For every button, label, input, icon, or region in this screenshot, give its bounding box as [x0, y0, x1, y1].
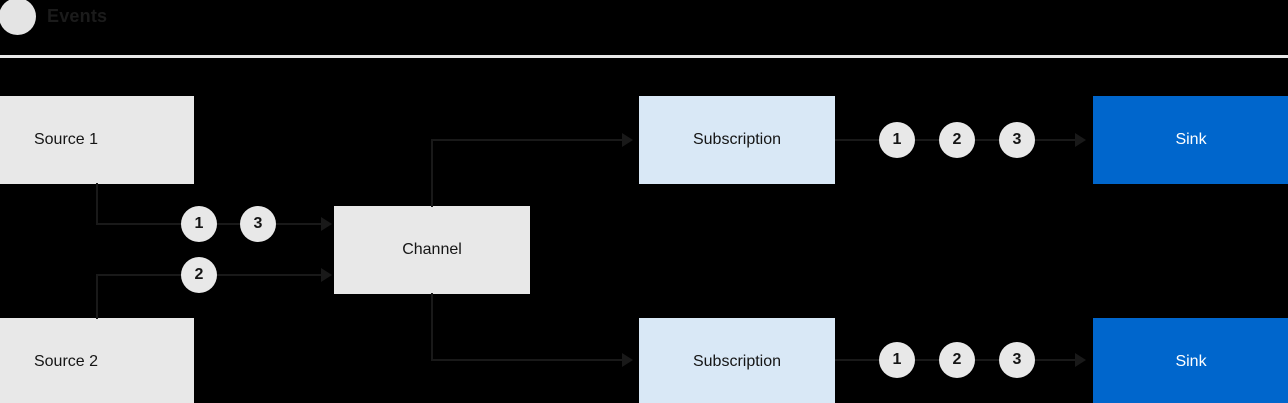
- connector-channel-to-subscription-top-horizontal: [431, 139, 624, 141]
- node-channel[interactable]: Channel: [334, 206, 530, 294]
- connector-channel-to-subscription-top-vertical: [431, 139, 433, 207]
- connector-source1-to-channel-vertical: [96, 183, 98, 225]
- event-bubble-sink-bottom-2: 2: [939, 342, 975, 378]
- event-bubble-sink-bottom-3: 3: [999, 342, 1035, 378]
- event-bubble-sink-top-2: 2: [939, 122, 975, 158]
- header-divider: [0, 55, 1288, 58]
- connector-channel-to-subscription-bottom-vertical: [431, 293, 433, 361]
- arrowhead-channel-to-subscription-top: [622, 133, 633, 147]
- node-subscription-bottom[interactable]: Subscription: [639, 318, 835, 403]
- connector-source2-to-channel-vertical: [96, 274, 98, 319]
- connector-channel-to-subscription-bottom-horizontal: [431, 359, 624, 361]
- node-sink-top[interactable]: Sink: [1093, 96, 1288, 184]
- node-source-1[interactable]: Source 1: [0, 96, 194, 184]
- event-bubble-sink-top-3: 3: [999, 122, 1035, 158]
- event-bubble-source2-2: 2: [181, 257, 217, 293]
- events-legend-label: Events: [47, 6, 108, 26]
- event-bubble-source1-3: 3: [240, 206, 276, 242]
- arrowhead-source2-to-channel: [321, 268, 332, 282]
- arrowhead-subscription-bottom-to-sink: [1075, 353, 1086, 367]
- node-sink-bottom[interactable]: Sink: [1093, 318, 1288, 403]
- arrowhead-subscription-top-to-sink: [1075, 133, 1086, 147]
- events-legend-circle-icon: [0, 0, 36, 35]
- event-bubble-source1-1: 1: [181, 206, 217, 242]
- arrowhead-channel-to-subscription-bottom: [622, 353, 633, 367]
- arrowhead-source1-to-channel: [321, 217, 332, 231]
- node-subscription-top[interactable]: Subscription: [639, 96, 835, 184]
- node-source-2[interactable]: Source 2: [0, 318, 194, 403]
- event-bubble-sink-bottom-1: 1: [879, 342, 915, 378]
- event-bubble-sink-top-1: 1: [879, 122, 915, 158]
